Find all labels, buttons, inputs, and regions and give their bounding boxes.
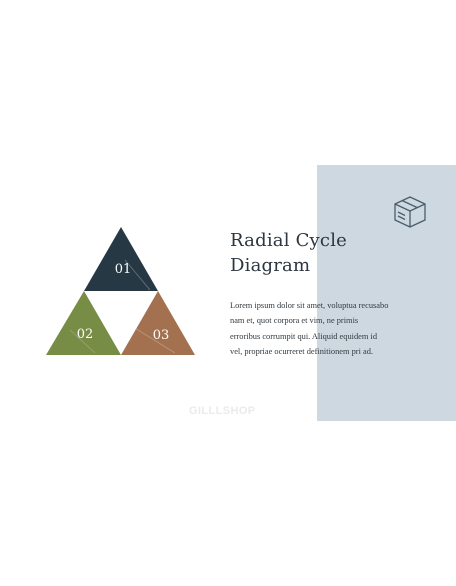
triangle-02 (46, 291, 121, 355)
body-line: Lorem ipsum dolor sit amet, voluptua rec… (230, 301, 389, 310)
body-paragraph: Lorem ipsum dolor sit amet, voluptua rec… (230, 298, 415, 360)
triangle-01 (84, 227, 158, 291)
watermark: GILLLSHOP (189, 405, 256, 417)
triangle-03-label: 03 (153, 328, 170, 343)
title-line-1: Radial Cycle (230, 230, 348, 251)
accent-panel (317, 165, 456, 421)
triangle-01-label: 01 (115, 262, 132, 277)
title-line-2: Diagram (230, 255, 311, 276)
body-line: nam et, quot corpora et vim, ne primis (230, 316, 359, 326)
triangle-diagram: 01 02 03 (46, 227, 195, 355)
page-title: Radial Cycle Diagram (230, 228, 380, 278)
triangle-02-label: 02 (77, 327, 94, 342)
box-icon (394, 196, 426, 228)
triangle-03 (121, 291, 195, 355)
body-line: erroribus corrumpit qui. Aliquid equidem… (230, 331, 378, 341)
body-line: vel, propriae ocurreret definitionem pri… (230, 347, 374, 357)
